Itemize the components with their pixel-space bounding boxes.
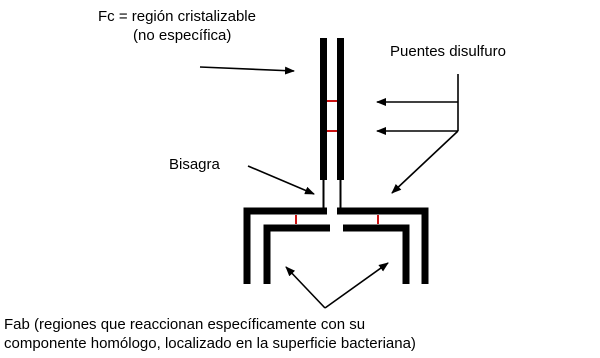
- fab-arrow-left: [285, 266, 326, 309]
- heavy-chain-right-arm: [337, 207, 429, 284]
- fab-label-line1: Fab (regiones que reaccionan específicam…: [4, 316, 366, 333]
- hinge-label: Bisagra: [169, 156, 220, 173]
- fab-arrow-right: [324, 262, 389, 309]
- fc-arrow: [199, 66, 295, 75]
- disulfide-arrow-3: [391, 130, 459, 194]
- arrows: [199, 66, 459, 309]
- heavy-chain-right-stem: [337, 38, 344, 180]
- fab-left: [243, 207, 330, 284]
- fab-right: [337, 207, 429, 284]
- disulfide-label: Puentes disulfuro: [390, 43, 506, 60]
- heavy-chain-left-stem: [320, 38, 327, 180]
- light-chain-right: [343, 224, 410, 284]
- fab-label-line2: componente homólogo, localizado en la su…: [4, 335, 416, 352]
- heavy-chain-left-arm: [243, 207, 327, 284]
- fc-region: [320, 38, 344, 180]
- hinge-region: [322, 180, 342, 208]
- fc-label-line1: Fc = región cristalizable: [98, 8, 256, 25]
- light-chain-left: [263, 224, 330, 284]
- fc-label-line2: (no específica): [133, 27, 232, 44]
- disulfide-bridges-stem: [327, 100, 337, 132]
- hinge-arrow: [247, 165, 315, 195]
